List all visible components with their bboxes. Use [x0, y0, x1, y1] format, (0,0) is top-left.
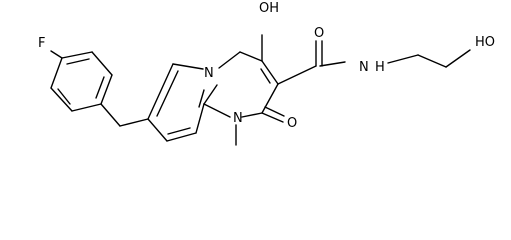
f-bond	[50, 50, 63, 59]
pyridine-ring	[147, 63, 218, 142]
lactam-oxygen-label: O	[287, 116, 297, 131]
fluorine-label: F	[38, 36, 45, 51]
lactam-carbonyl-bond-b	[264, 106, 285, 117]
structure-diagram: F N N O OH O N H HO	[38, 1, 495, 146]
chain-bond-3	[445, 49, 471, 68]
amide-hydrogen-label: H	[375, 60, 385, 75]
ring-nitrogen-label: N	[204, 66, 214, 81]
benzyl-bond-1	[100, 103, 121, 127]
amide-bond	[319, 61, 346, 67]
ring-hydroxyl-label: OH	[259, 1, 279, 16]
benzyl-bond-2	[119, 118, 149, 127]
lactam-nitrogen-label: N	[233, 111, 243, 126]
carboxamide-bond	[277, 65, 317, 85]
fluorophenyl-ring	[50, 51, 113, 112]
amide-nitrogen-label: N	[359, 60, 369, 75]
terminal-hydroxyl-label: HO	[475, 35, 495, 50]
molecule-canvas: F N N O OH O N H HO	[38, 1, 495, 146]
pyridinone-ring	[203, 51, 279, 118]
chain-bond-2	[417, 54, 447, 68]
lactam-carbonyl-bond-a	[261, 112, 284, 123]
carboxamide-oxygen-label: O	[314, 26, 324, 41]
chain-bond-1	[387, 54, 419, 64]
